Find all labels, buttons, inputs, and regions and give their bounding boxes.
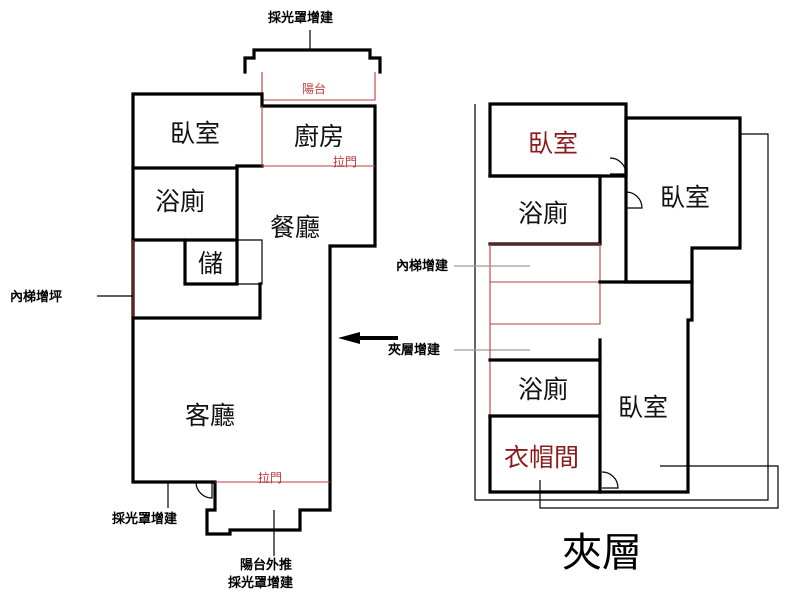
room-bath-2: 浴廁 — [518, 375, 568, 404]
right-floor-plan: 臥室 臥室 浴廁 內梯增建 夾層增建 浴廁 臥室 衣帽間 夾層 — [388, 102, 779, 576]
label-balcony-ext-1: 陽台外推 — [240, 557, 292, 573]
room-bath: 浴廁 — [155, 187, 205, 216]
entrance-arrow-icon — [338, 332, 398, 344]
label-inner-stair: 內梯增坪 — [10, 289, 62, 305]
door-living-label: 拉門 — [258, 470, 282, 485]
left-outer-walls — [131, 92, 377, 536]
storage-walls — [183, 238, 239, 286]
room-bedroom-3: 臥室 — [618, 393, 668, 422]
room-bedroom: 臥室 — [170, 119, 220, 148]
right-thin-outline-2 — [539, 465, 779, 509]
inner-stair-zone — [489, 243, 601, 325]
room-bedroom-1: 臥室 — [528, 129, 578, 158]
left-floor-plan: 採光罩增建 陽台 臥室 廚房 拉門 浴廁 餐廳 儲 內梯增坪 客廳 拉門 採光罩… — [10, 10, 398, 591]
room-dining: 餐廳 — [270, 213, 320, 242]
label-inner-stair-ext: 內梯增建 — [396, 258, 448, 274]
room-storage: 儲 — [198, 249, 223, 278]
stair-area — [132, 240, 261, 319]
storage-door — [237, 239, 263, 285]
room-living: 客廳 — [185, 401, 235, 430]
label-skylight-top: 採光罩增建 — [268, 10, 333, 26]
bath-2-walls — [488, 358, 602, 418]
door-kitchen-label: 拉門 — [333, 154, 357, 169]
door-swing-bottom — [195, 481, 213, 499]
room-closet: 衣帽間 — [504, 443, 579, 472]
mezzanine-title: 夾層 — [562, 530, 642, 576]
stair-wall — [131, 282, 262, 320]
bedroom-3-walls — [598, 280, 694, 494]
door-swing-bedroom-2 — [625, 191, 643, 209]
closet-walls — [488, 414, 602, 494]
skylight-top-outline — [243, 48, 382, 74]
room-balcony: 陽台 — [302, 81, 326, 96]
label-mezz-ext: 夾層增建 — [388, 342, 440, 358]
label-balcony-ext-2: 採光罩增建 — [228, 575, 293, 591]
bedroom-wall — [131, 164, 264, 170]
room-bedroom-2: 臥室 — [660, 183, 710, 212]
label-skylight-bottom: 採光罩增建 — [112, 511, 177, 527]
room-bath-1: 浴廁 — [518, 199, 568, 228]
room-kitchen: 廚房 — [294, 122, 344, 151]
door-swing-closet — [601, 471, 619, 489]
door-swing-bedroom-1 — [609, 157, 627, 175]
right-thin-outline — [474, 104, 769, 501]
